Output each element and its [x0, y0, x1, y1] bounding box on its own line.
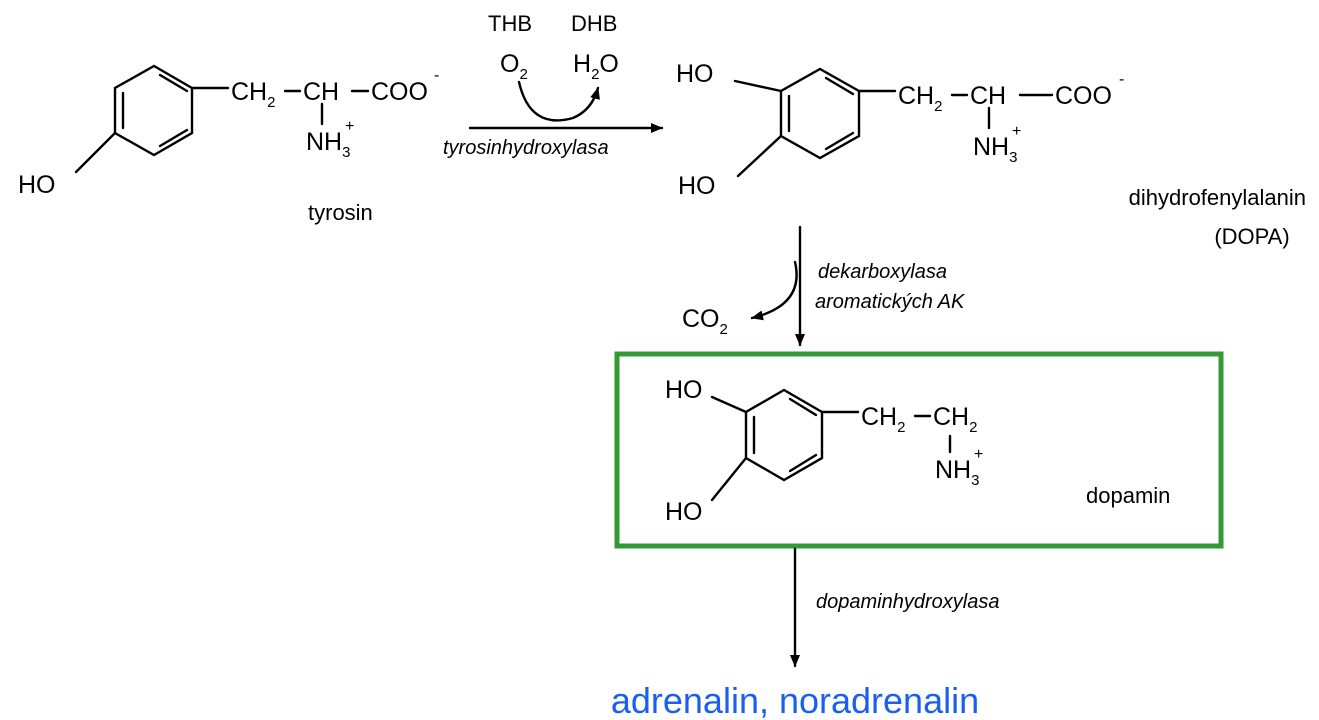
dopamin-ho-top-bond: [710, 395, 748, 414]
tyrosin-nh3-charge: +: [345, 118, 354, 135]
dopa-coo-charge: -: [1119, 71, 1124, 88]
tyrosin-coo-charge: -: [434, 67, 439, 84]
dopa-name-line1: dihydrofenylalanin: [1129, 185, 1306, 210]
tyrosin-benzene-ring: [113, 64, 194, 157]
dopamin-ho-bottom-label: HO: [665, 498, 703, 526]
reaction-step-3: dopaminhydroxylasa: [790, 547, 999, 668]
tyrosin-coo-label: COO: [371, 78, 428, 106]
dopa-ho-top-label: HO: [676, 60, 714, 88]
dopamin-structure: HO HO CH2 CH2 NH3 + dopamin: [665, 376, 1170, 526]
product-h2o: H2O: [573, 50, 619, 83]
dopa-benzene-ring: [779, 67, 861, 160]
enzyme-dekarboxylasa-line1: dekarboxylasa: [818, 261, 947, 283]
dopa-nh3-charge: +: [1012, 123, 1021, 140]
dopa-nh3-label: NH3: [973, 133, 1017, 166]
dopa-coo-label: COO: [1055, 82, 1112, 110]
tyrosin-structure: HO CH2 CH COO - NH3 + tyrosin: [18, 64, 439, 225]
dopamin-benzene-ring: [744, 388, 824, 482]
reaction-step-2: CO2 dekarboxylasa aromatických AK: [682, 225, 966, 347]
dopa-name-line2: (DOPA): [1214, 224, 1289, 249]
dopa-ch2-label: CH2: [898, 82, 942, 115]
byproduct-co2: CO2: [682, 305, 728, 338]
enzyme-dekarboxylasa-line2: aromatických AK: [815, 291, 966, 313]
tyrosin-nh3-label: NH3: [306, 128, 350, 161]
cofactor-thb: THB: [488, 11, 532, 36]
dopamin-ch2b-label: CH2: [933, 403, 977, 436]
dopamin-nh3-charge: +: [974, 446, 983, 463]
reactant-o2: O2: [500, 50, 528, 83]
cofactor-dhb: DHB: [571, 11, 617, 36]
tyrosin-ch2-label: CH2: [231, 78, 275, 111]
dopa-structure: HO HO CH2 CH COO - NH3 + dihydrofenylala…: [676, 60, 1306, 249]
dopamin-highlight-box: [614, 351, 1224, 549]
dopa-ho-top-bond: [733, 79, 783, 93]
tyrosin-ho-bond: [74, 131, 117, 174]
tyrosin-name: tyrosin: [308, 200, 373, 225]
tyrosin-ch-label: CH: [303, 78, 339, 106]
step2-co2-curve-arrow: [750, 260, 798, 321]
reaction-step-1: THB DHB O2 H2O tyrosinhydroxylasa: [443, 11, 664, 159]
enzyme-tyrosinhydroxylasa: tyrosinhydroxylasa: [443, 137, 609, 159]
dopamin-name: dopamin: [1086, 483, 1170, 508]
dopa-ho-bottom-bond: [736, 134, 783, 178]
step1-cofactor-curve-arrow: [517, 80, 600, 122]
tyrosin-ho-label: HO: [18, 171, 56, 199]
dopamin-ho-top-label: HO: [665, 376, 703, 404]
dopamin-ch2a-label: CH2: [861, 403, 905, 436]
dopamin-ho-bottom-bond: [710, 456, 748, 502]
dopamin-nh3-label: NH3: [935, 456, 979, 489]
enzyme-dopaminhydroxylasa: dopaminhydroxylasa: [816, 591, 999, 613]
final-products: adrenalin, noradrenalin: [611, 680, 979, 720]
dopa-ch-label: CH: [970, 82, 1006, 110]
dopa-ho-bottom-label: HO: [678, 172, 716, 200]
